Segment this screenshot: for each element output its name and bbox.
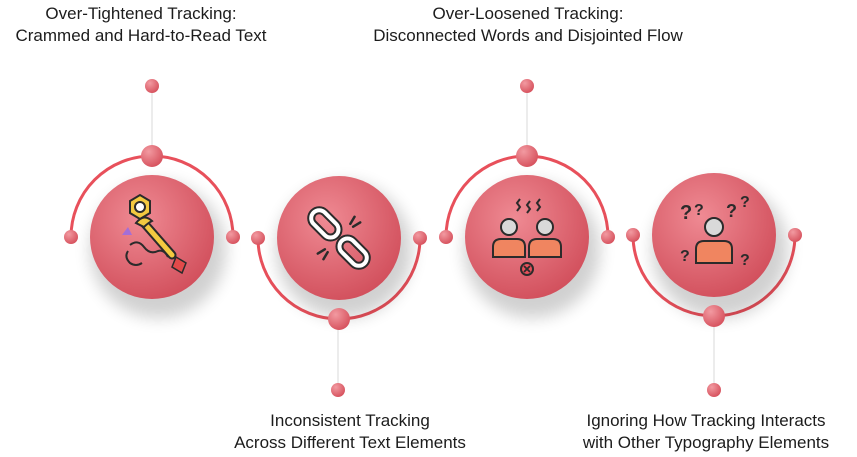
caption-subtitle: with Other Typography Elements	[582, 433, 830, 452]
svg-text:?: ?	[680, 202, 692, 224]
arc-end-dot	[788, 228, 802, 242]
broken-chain-icon	[307, 206, 371, 270]
conflict-people-icon	[492, 198, 562, 276]
caption-subtitle: Crammed and Hard-to-Read Text	[15, 26, 267, 45]
arc-end-dot	[439, 230, 453, 244]
wrench-tightening-icon	[122, 193, 187, 275]
arc-end-dot	[226, 230, 240, 244]
arc-end-dot	[626, 228, 640, 242]
junction-dot	[703, 305, 725, 327]
arc-end-dot	[64, 230, 78, 244]
caption-title: Over-Loosened Tracking:	[432, 4, 624, 23]
caption-over-loosened: Over-Loosened Tracking: Disconnected Wor…	[338, 3, 718, 47]
svg-text:?: ?	[694, 202, 704, 219]
terminal-dot	[520, 79, 534, 93]
caption-title: Over-Tightened Tracking:	[45, 4, 237, 23]
svg-text:?: ?	[680, 248, 690, 265]
junction-dot	[141, 145, 163, 167]
confused-person-icon: ? ? ? ? ? ?	[680, 194, 750, 269]
terminal-dot	[145, 79, 159, 93]
junction-dot	[328, 308, 350, 330]
terminal-dot	[707, 383, 721, 397]
svg-text:?: ?	[740, 194, 750, 211]
svg-text:?: ?	[740, 252, 750, 269]
terminal-dot	[331, 383, 345, 397]
caption-over-tightened: Over-Tightened Tracking: Crammed and Har…	[0, 3, 282, 47]
arc-end-dot	[601, 230, 615, 244]
caption-inconsistent: Inconsistent Tracking Across Different T…	[190, 410, 510, 454]
arc-end-dot	[251, 231, 265, 245]
caption-subtitle: Disconnected Words and Disjointed Flow	[373, 26, 683, 45]
disc-3	[465, 175, 589, 299]
svg-text:?: ?	[726, 201, 737, 221]
junction-dot	[516, 145, 538, 167]
arc-end-dot	[413, 231, 427, 245]
caption-ignoring-interactions: Ignoring How Tracking Interacts with Oth…	[555, 410, 857, 454]
caption-title: Ignoring How Tracking Interacts	[586, 411, 826, 430]
caption-title: Inconsistent Tracking	[270, 411, 430, 430]
caption-subtitle: Across Different Text Elements	[234, 433, 466, 452]
